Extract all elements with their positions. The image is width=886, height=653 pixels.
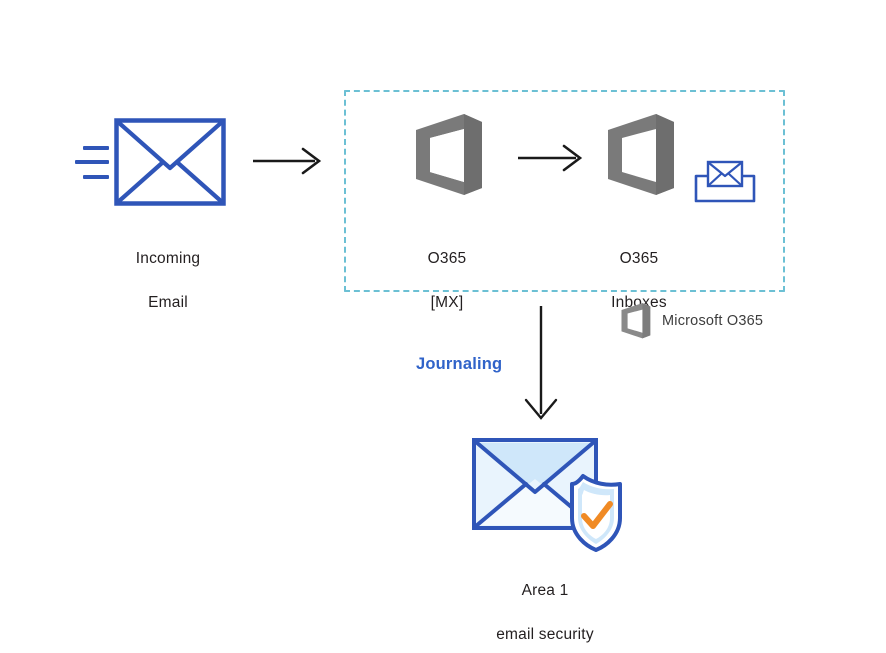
- office365-logo-icon: [608, 114, 674, 195]
- arrow-down-icon-journaling: [524, 306, 558, 420]
- arrow-right-icon-incoming-to-mx: [253, 147, 322, 175]
- envelope-icon: [114, 118, 226, 206]
- office365-logo-icon: [621, 303, 651, 339]
- o365-boundary-zone: [344, 90, 785, 292]
- secure-email-shield-icon: [472, 438, 622, 552]
- speed-line-1: [83, 146, 109, 150]
- area1-label: Area 1 email security: [496, 582, 594, 643]
- legend-label: Microsoft O365: [662, 312, 764, 329]
- o365-mx-label: O365 [MX]: [427, 250, 467, 311]
- speed-line-2: [75, 160, 109, 164]
- arrow-right-icon-mx-to-inboxes: [518, 144, 583, 172]
- o365-mx-node: [408, 112, 486, 196]
- office365-logo-icon: [416, 114, 482, 195]
- inbox-tray-icon: [694, 160, 756, 203]
- o365-inboxes-node: [600, 112, 678, 196]
- o365-inboxes-label: O365 Inboxes: [611, 250, 667, 311]
- legend-microsoft-o365: Microsoft O365: [618, 302, 763, 339]
- area1-node: [470, 434, 630, 552]
- speed-line-3: [83, 175, 109, 179]
- journaling-label: Journaling: [416, 355, 503, 373]
- incoming-email-label: Incoming Email: [135, 250, 201, 311]
